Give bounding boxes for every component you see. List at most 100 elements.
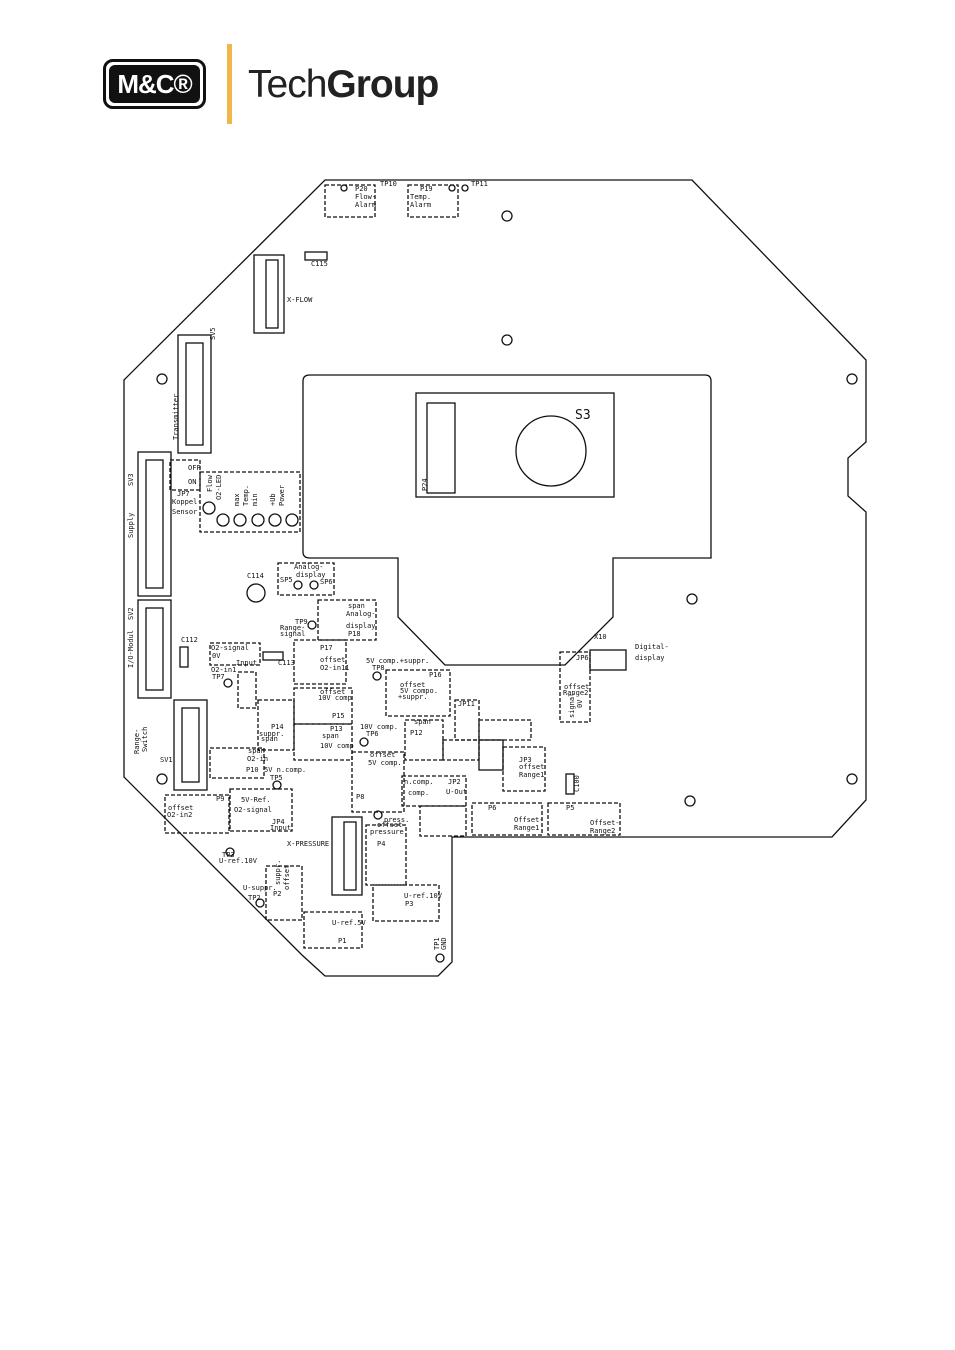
p3-box bbox=[372, 884, 440, 922]
jp3-box bbox=[502, 746, 546, 792]
p16-label: P16 bbox=[429, 671, 442, 679]
temp-label: Temp. bbox=[242, 485, 250, 506]
supply-label: Supply bbox=[127, 513, 135, 538]
p20-desc: Flow- bbox=[355, 193, 376, 201]
p5-range: Range2 bbox=[590, 827, 615, 835]
p19-desc: Temp. bbox=[410, 193, 431, 201]
p17-box bbox=[293, 639, 347, 685]
p20-label: P20 bbox=[355, 185, 368, 193]
tp10-label: TP10 bbox=[380, 180, 397, 188]
sp6-label: SP6 bbox=[320, 578, 333, 586]
c113-cap bbox=[262, 651, 284, 661]
p10-span: span bbox=[248, 747, 265, 755]
wordmark-tech: Tech bbox=[248, 63, 327, 106]
p19-box bbox=[407, 184, 459, 218]
p8-offset: offset bbox=[370, 751, 395, 759]
tp2-label: TP2 bbox=[248, 894, 261, 902]
p17-o2in: O2-in11 bbox=[320, 664, 350, 672]
sp5-label: SP5 bbox=[280, 576, 293, 584]
p6-label: P6 bbox=[488, 804, 496, 812]
p8-label: P8 bbox=[356, 793, 364, 801]
xflow-connector bbox=[253, 254, 285, 334]
p9-label: P9 bbox=[216, 795, 224, 803]
tp1-label: TP1 bbox=[433, 937, 441, 950]
mount-hole bbox=[684, 795, 696, 807]
comp10v-label: 10V comp. bbox=[360, 723, 398, 731]
mount-hole bbox=[156, 773, 168, 785]
c100-label: C100 bbox=[573, 775, 581, 792]
p17-offset: offset bbox=[320, 656, 345, 664]
p14-span: span bbox=[261, 735, 278, 743]
p6-range: Range1 bbox=[514, 824, 539, 832]
s3-connector bbox=[426, 402, 456, 494]
p18-box bbox=[317, 599, 377, 641]
techgroup-wordmark: TechGroup bbox=[248, 62, 439, 108]
jp7-off: OFF bbox=[188, 464, 201, 472]
p4-offset: offset bbox=[377, 821, 402, 829]
jp7-jumper bbox=[169, 459, 201, 491]
tp5-label: TP5 bbox=[270, 774, 283, 782]
p1-label: P1 bbox=[338, 937, 346, 945]
jp3-label: JP3 bbox=[519, 756, 532, 764]
p18-label: P18 bbox=[348, 630, 361, 638]
p5-offset: Offset- bbox=[590, 819, 620, 827]
p3-label: P3 bbox=[405, 900, 413, 908]
sv1-label: SV1 bbox=[160, 756, 173, 764]
jp4-ref: 5V-Ref. bbox=[241, 796, 271, 804]
jp7-label: JP7 bbox=[177, 490, 190, 498]
flow-label: Flow bbox=[206, 474, 214, 492]
jp2-uout: U-Out bbox=[446, 788, 467, 796]
tp8-label: TP8 bbox=[372, 664, 385, 672]
o2-signal-box bbox=[209, 642, 261, 666]
p15-offset: offset bbox=[320, 688, 345, 696]
p14-label: P14 bbox=[271, 723, 284, 731]
xpressure-connector bbox=[331, 816, 363, 896]
tp6-label: TP6 bbox=[366, 730, 379, 738]
ub-label: +Ub bbox=[269, 493, 277, 506]
xflow-label: X-FLOW bbox=[287, 296, 313, 304]
xpressure-label: X-PRESSURE bbox=[287, 840, 329, 848]
jp2-ncomp: n.comp. bbox=[404, 778, 434, 786]
p24-label: P24 bbox=[421, 478, 429, 491]
signal-label: signal bbox=[280, 630, 305, 638]
p9-box bbox=[164, 794, 230, 834]
input-label: Input bbox=[236, 659, 257, 667]
p16-box bbox=[385, 669, 451, 717]
range-switch-label: Range- bbox=[133, 729, 141, 754]
mount-hole bbox=[156, 373, 168, 385]
p2-suppr: suppr. bbox=[274, 860, 282, 885]
p15-10v: 10V comp bbox=[318, 694, 352, 702]
p12-label: P12 bbox=[410, 729, 423, 737]
gnd-label: GND bbox=[440, 937, 448, 950]
logo-divider bbox=[227, 44, 232, 124]
jp6-offset: offset bbox=[564, 683, 589, 691]
p20-desc: Alarm bbox=[355, 201, 376, 209]
sv3-label: SV3 bbox=[127, 473, 135, 486]
comp-supp-label: 5V comp.+suppr. bbox=[366, 657, 429, 665]
c100-cap bbox=[565, 773, 575, 795]
p13-10v: 10V comp bbox=[320, 742, 354, 750]
x10-label: X10 bbox=[594, 633, 607, 641]
board-outline bbox=[123, 179, 867, 977]
s3-switch-box bbox=[415, 392, 615, 498]
sv2-label: SV2 bbox=[127, 607, 135, 620]
p8-comp: 5V comp. bbox=[368, 759, 402, 767]
jp6-label: JP6 bbox=[576, 654, 589, 662]
io-modul-label: I/O-Modul bbox=[127, 630, 135, 668]
c114-label: C114 bbox=[247, 572, 264, 580]
c112-label: C112 bbox=[181, 636, 198, 644]
p5-label: P5 bbox=[566, 804, 574, 812]
p14-supp: suppr. bbox=[259, 730, 284, 738]
digital-label: Digital- bbox=[635, 643, 669, 651]
p5-box bbox=[547, 802, 621, 836]
sv5-header bbox=[177, 334, 212, 454]
p17-label: P17 bbox=[320, 644, 333, 652]
ov2-label: 0V bbox=[576, 699, 584, 708]
switch-label: Switch bbox=[141, 727, 149, 752]
wordmark-group: Group bbox=[326, 63, 439, 106]
p12-span: span bbox=[414, 718, 431, 726]
p10-label: P10 bbox=[246, 766, 259, 774]
jp6-range2: Range2 bbox=[563, 689, 588, 697]
sv2-header bbox=[137, 599, 172, 699]
